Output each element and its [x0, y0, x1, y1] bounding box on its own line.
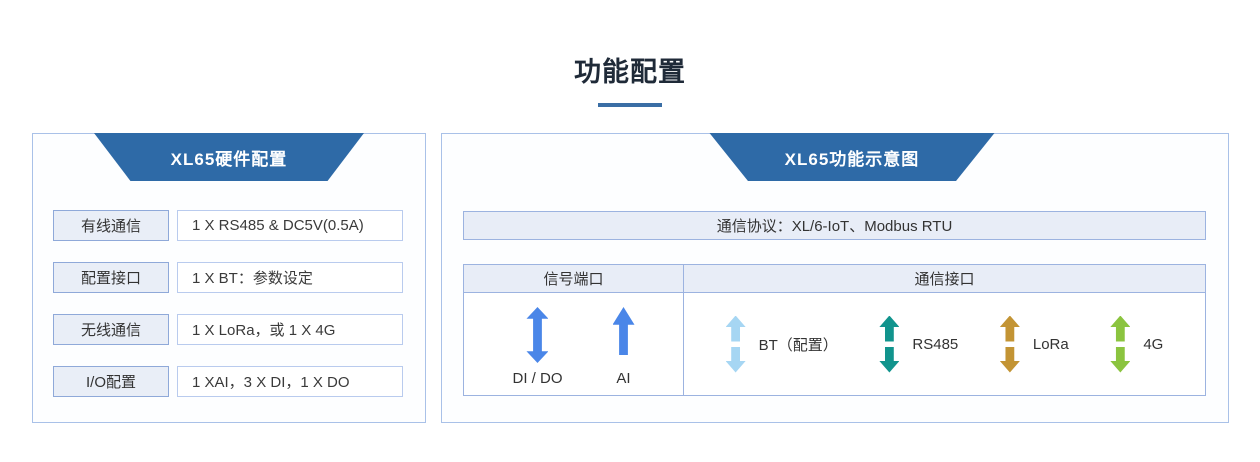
- arrow-slot: [526, 307, 549, 365]
- function-diagram-panel: XL65功能示意图 通信协议：XL/6-IoT、Modbus RTU 信号端口 …: [441, 133, 1229, 423]
- 4g-label: 4G: [1143, 335, 1164, 353]
- function-panel-header: XL65功能示意图: [709, 133, 995, 181]
- page-title: 功能配置: [574, 57, 686, 87]
- di-do-label: DI / DO: [512, 370, 563, 387]
- table-row: 无线通信 1 X LoRa，或 1 X 4G: [53, 314, 403, 345]
- bt-label: BT（配置）: [758, 336, 838, 354]
- row-value-wired-comm: 1 X RS485 & DC5V(0.5A): [177, 210, 403, 241]
- arrow-up-half: [879, 315, 900, 342]
- hardware-panel-header: XL65硬件配置: [94, 133, 364, 181]
- arrow-down-half: [999, 346, 1020, 373]
- arrow-down-half: [879, 346, 900, 373]
- hardware-rows: 有线通信 1 X RS485 & DC5V(0.5A) 配置接口 1 X BT：…: [53, 210, 403, 397]
- table-row: 有线通信 1 X RS485 & DC5V(0.5A): [53, 210, 403, 241]
- bt-arrow-icon: [725, 315, 746, 373]
- function-table-body: DI / DO AI: [463, 293, 1206, 396]
- comm-interface-cell: BT（配置） RS485: [684, 293, 1206, 396]
- ai-label: AI: [616, 370, 631, 387]
- comm-group-rs485: RS485: [879, 315, 959, 373]
- signal-group-ai: AI: [612, 307, 635, 387]
- lora-label: LoRa: [1032, 335, 1069, 353]
- comm-group-4g: 4G: [1110, 315, 1164, 373]
- comm-interface-header: 通信接口: [684, 264, 1206, 293]
- 4g-arrow-icon: [1110, 315, 1131, 373]
- arrow-down-half: [725, 346, 746, 373]
- row-value-io-config: 1 XAI，3 X DI，1 X DO: [177, 366, 403, 397]
- function-table: 信号端口 通信接口 DI / DO: [463, 264, 1206, 396]
- row-label-wired-comm: 有线通信: [53, 210, 169, 241]
- comm-group-bt: BT（配置）: [725, 315, 838, 373]
- row-label-wireless-comm: 无线通信: [53, 314, 169, 345]
- function-panel-title: XL65功能示意图: [784, 149, 920, 169]
- rs485-label: RS485: [912, 335, 959, 353]
- panels-container: XL65硬件配置 有线通信 1 X RS485 & DC5V(0.5A) 配置接…: [32, 133, 1229, 423]
- signal-port-header: 信号端口: [463, 264, 684, 293]
- arrow-up-half: [1110, 315, 1131, 342]
- signal-group-di-do: DI / DO: [512, 307, 563, 387]
- row-value-wireless-comm: 1 X LoRa，或 1 X 4G: [177, 314, 403, 345]
- arrow-up-half: [999, 315, 1020, 342]
- rs485-arrow-icon: [879, 315, 900, 373]
- signal-port-cell: DI / DO AI: [463, 293, 684, 396]
- row-label-io-config: I/O配置: [53, 366, 169, 397]
- table-row: 配置接口 1 X BT：参数设定: [53, 262, 403, 293]
- row-label-config-port: 配置接口: [53, 262, 169, 293]
- protocol-bar: 通信协议：XL/6-IoT、Modbus RTU: [463, 211, 1206, 240]
- arrow-down-half: [1110, 346, 1131, 373]
- comm-group-lora: LoRa: [999, 315, 1069, 373]
- arrow-up-half: [725, 315, 746, 342]
- table-row: I/O配置 1 XAI，3 X DI，1 X DO: [53, 366, 403, 397]
- ai-arrow-icon: [612, 307, 635, 355]
- function-table-header: 信号端口 通信接口: [463, 264, 1206, 293]
- arrow-slot: [612, 307, 635, 365]
- lora-arrow-icon: [999, 315, 1020, 373]
- hardware-panel-title: XL65硬件配置: [170, 149, 288, 169]
- row-value-config-port: 1 X BT：参数设定: [177, 262, 403, 293]
- title-block: 功能配置: [0, 0, 1260, 107]
- hardware-config-panel: XL65硬件配置 有线通信 1 X RS485 & DC5V(0.5A) 配置接…: [32, 133, 426, 423]
- title-underline: [598, 103, 662, 107]
- di-do-arrow-icon: [526, 307, 549, 363]
